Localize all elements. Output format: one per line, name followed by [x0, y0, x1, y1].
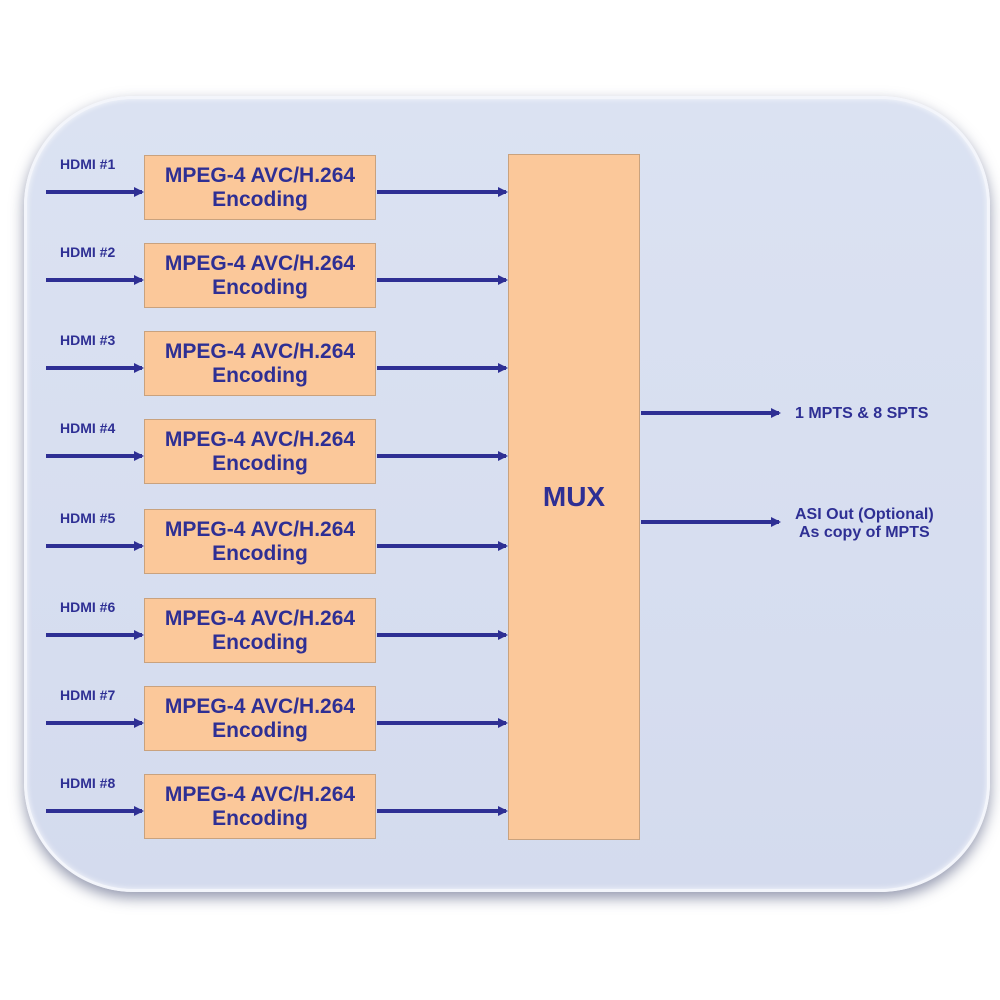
encoder-line1: MPEG-4 AVC/H.264 — [164, 339, 356, 363]
encoder-line1: MPEG-4 AVC/H.264 — [164, 782, 356, 806]
diagram-panel — [24, 96, 990, 892]
hdmi-input-label-1: HDMI #1 — [60, 156, 116, 172]
output-line1: ASI Out (Optional) — [795, 506, 934, 523]
encoder-line2: Encoding — [212, 187, 308, 211]
hdmi-input-label-8: HDMI #8 — [60, 775, 116, 791]
hdmi-input-label-5: HDMI #5 — [60, 510, 116, 526]
encoder-line1: MPEG-4 AVC/H.264 — [164, 606, 356, 630]
hdmi-input-label-7: HDMI #7 — [60, 687, 116, 703]
encoder-line1: MPEG-4 AVC/H.264 — [164, 517, 356, 541]
output-line1: 1 MPTS & 8 SPTS — [795, 405, 929, 422]
hdmi-input-label-4: HDMI #4 — [60, 420, 116, 436]
encoder-line1: MPEG-4 AVC/H.264 — [164, 694, 356, 718]
encoder-line2: Encoding — [212, 275, 308, 299]
mux-label: MUX — [542, 481, 606, 512]
hdmi-input-label-6: HDMI #6 — [60, 599, 116, 615]
encoder-line2: Encoding — [212, 718, 308, 742]
mux-block: MUX — [508, 154, 640, 840]
encoder-line1: MPEG-4 AVC/H.264 — [164, 427, 356, 451]
encoder-line2: Encoding — [212, 451, 308, 475]
output-label-mpts-spts: 1 MPTS & 8 SPTS — [795, 405, 928, 423]
encoder-line2: Encoding — [212, 363, 308, 387]
encoder-line1: MPEG-4 AVC/H.264 — [164, 163, 356, 187]
encoder-line2: Encoding — [212, 806, 308, 830]
output-label-asi: ASI Out (Optional) As copy of MPTS — [795, 506, 934, 542]
hdmi-input-label-3: HDMI #3 — [60, 332, 116, 348]
encoder-line2: Encoding — [212, 630, 308, 654]
encoder-line2: Encoding — [212, 541, 308, 565]
output-line2: As copy of MPTS — [798, 524, 930, 541]
encoder-line1: MPEG-4 AVC/H.264 — [164, 251, 356, 275]
hdmi-input-label-2: HDMI #2 — [60, 244, 116, 260]
